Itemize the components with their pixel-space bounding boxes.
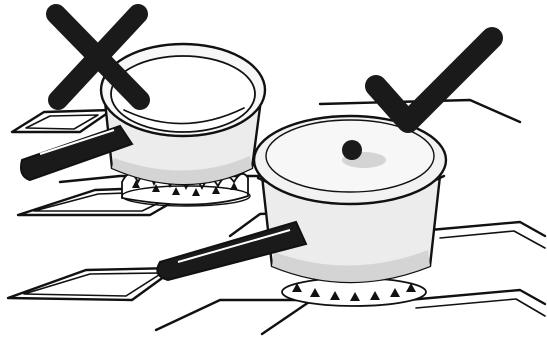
lid-knob — [342, 140, 362, 160]
small-pan — [21, 44, 265, 206]
check-icon — [376, 38, 492, 122]
grate-right-bottom-inner — [416, 299, 545, 316]
check-stroke — [376, 38, 492, 122]
grate-right-top-inner — [440, 231, 545, 248]
grate-lower-mid — [156, 300, 312, 334]
